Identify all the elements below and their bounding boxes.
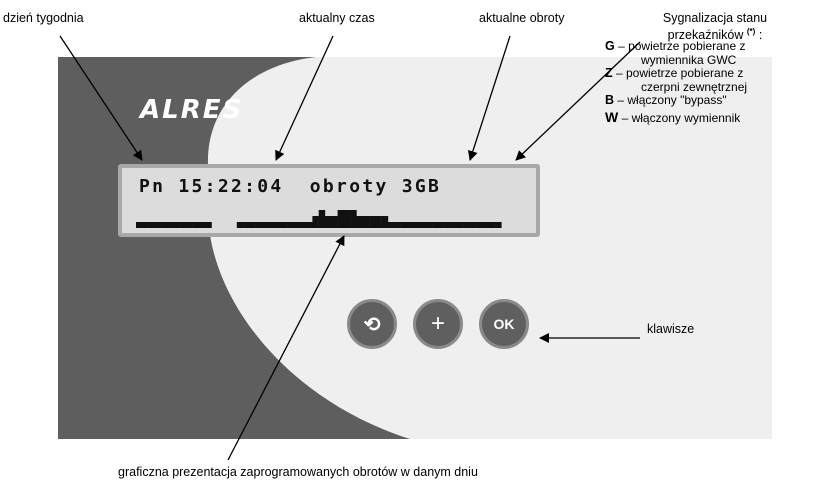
schedule-bar xyxy=(306,222,313,228)
schedule-bar xyxy=(243,222,250,228)
relay-title-note: (*) xyxy=(746,27,756,36)
label-current-time: aktualny czas xyxy=(299,11,375,25)
legend-text: – włączony wymiennik xyxy=(621,110,741,125)
schedule-bar xyxy=(274,222,282,228)
schedule-bar xyxy=(406,222,414,228)
schedule-bar xyxy=(262,222,269,228)
schedule-bar xyxy=(318,210,326,228)
schedule-bar xyxy=(356,216,363,228)
schedule-bar xyxy=(136,222,143,228)
relay-title-colon: : xyxy=(758,28,763,43)
legend-text: – powietrze pobierane z xyxy=(615,66,744,80)
schedule-graph xyxy=(136,210,502,228)
relay-legend: G – powietrze pobierane z wymiennika GWC… xyxy=(605,39,825,126)
legend-text: – włączony "bypass" xyxy=(617,93,727,107)
schedule-bar xyxy=(142,222,149,228)
schedule-bar xyxy=(451,222,458,228)
schedule-bar xyxy=(205,222,212,228)
schedule-bar xyxy=(180,222,187,228)
legend-code: W xyxy=(605,108,619,125)
schedule-bar xyxy=(312,216,319,228)
brand-logo: ALRES xyxy=(140,95,244,125)
legend-text-cont: czerpni zewnętrznej xyxy=(641,79,748,94)
ok-label: OK xyxy=(493,316,515,332)
label-graph-caption: graficzna prezentacja zaprogramowanych o… xyxy=(118,465,478,479)
legend-item-z: Z – powietrze pobierane z czerpni zewnęt… xyxy=(605,66,825,94)
schedule-bar xyxy=(362,216,370,228)
schedule-bar xyxy=(457,222,464,228)
schedule-bar xyxy=(476,222,483,228)
schedule-bar xyxy=(350,210,357,228)
schedule-bar xyxy=(161,222,168,228)
schedule-bar xyxy=(463,222,471,228)
label-current-speed: aktualne obroty xyxy=(479,11,565,25)
legend-code: Z xyxy=(605,66,613,80)
schedule-bar xyxy=(331,216,338,228)
schedule-bar xyxy=(413,222,420,228)
schedule-bar xyxy=(268,222,275,228)
label-day-of-week: dzień tygodnia xyxy=(3,11,84,25)
schedule-bar xyxy=(419,222,426,228)
schedule-bar xyxy=(199,222,206,228)
schedule-bar xyxy=(432,222,439,228)
ok-button[interactable]: OK xyxy=(479,299,529,349)
relay-title-line1: Sygnalizacja stanu xyxy=(662,11,768,25)
schedule-bar xyxy=(148,222,156,228)
back-button[interactable]: ⟲ xyxy=(347,299,397,349)
schedule-bar xyxy=(299,222,307,228)
schedule-bar xyxy=(444,222,452,228)
schedule-bar xyxy=(167,222,174,228)
legend-code: B xyxy=(605,93,615,107)
schedule-bar xyxy=(293,222,300,228)
schedule-bar xyxy=(375,216,382,228)
schedule-bar xyxy=(325,216,332,228)
schedule-bar xyxy=(255,222,263,228)
schedule-bar xyxy=(495,222,502,228)
schedule-bar xyxy=(488,222,496,228)
schedule-bar xyxy=(400,222,408,228)
schedule-bar xyxy=(381,216,389,228)
schedule-bar xyxy=(425,222,433,228)
schedule-bar xyxy=(388,222,395,228)
legend-item-b: B – włączony "bypass" xyxy=(605,93,825,108)
lcd-display: Pn 15:22:04 obroty 3GB xyxy=(118,164,540,237)
schedule-bar xyxy=(343,210,351,228)
schedule-bar xyxy=(192,222,200,228)
schedule-bar xyxy=(369,216,376,228)
legend-text: – powietrze pobierane z xyxy=(618,39,746,53)
label-relay-status: Sygnalizacja stanu przekaźników (*) : xyxy=(645,11,785,42)
schedule-bar xyxy=(249,222,256,228)
legend-text-cont: wymiennika GWC xyxy=(641,52,737,67)
schedule-bar xyxy=(469,222,477,228)
schedule-bar xyxy=(482,222,489,228)
plus-icon: + xyxy=(430,310,445,337)
plus-button[interactable]: + xyxy=(413,299,463,349)
schedule-bar xyxy=(337,210,345,228)
legend-item-g: G – powietrze pobierane z wymiennika GWC xyxy=(605,39,825,67)
legend-code: G xyxy=(605,39,615,53)
schedule-bar xyxy=(236,222,244,228)
schedule-bar xyxy=(173,222,181,228)
schedule-bar xyxy=(287,222,294,228)
schedule-bar xyxy=(394,222,401,228)
back-icon: ⟲ xyxy=(363,313,381,336)
label-keys: klawisze xyxy=(647,322,695,336)
schedule-bar xyxy=(186,222,193,228)
schedule-bar xyxy=(438,222,445,228)
lcd-text: Pn 15:22:04 obroty 3GB xyxy=(139,176,442,197)
schedule-bar xyxy=(280,222,288,228)
schedule-bar xyxy=(154,222,162,228)
relay-title-line2-wrap: przekaźników (*) : xyxy=(645,25,785,42)
relay-title-line2: przekaźników xyxy=(667,28,744,43)
legend-item-w: W – włączony wymiennik xyxy=(605,108,825,126)
